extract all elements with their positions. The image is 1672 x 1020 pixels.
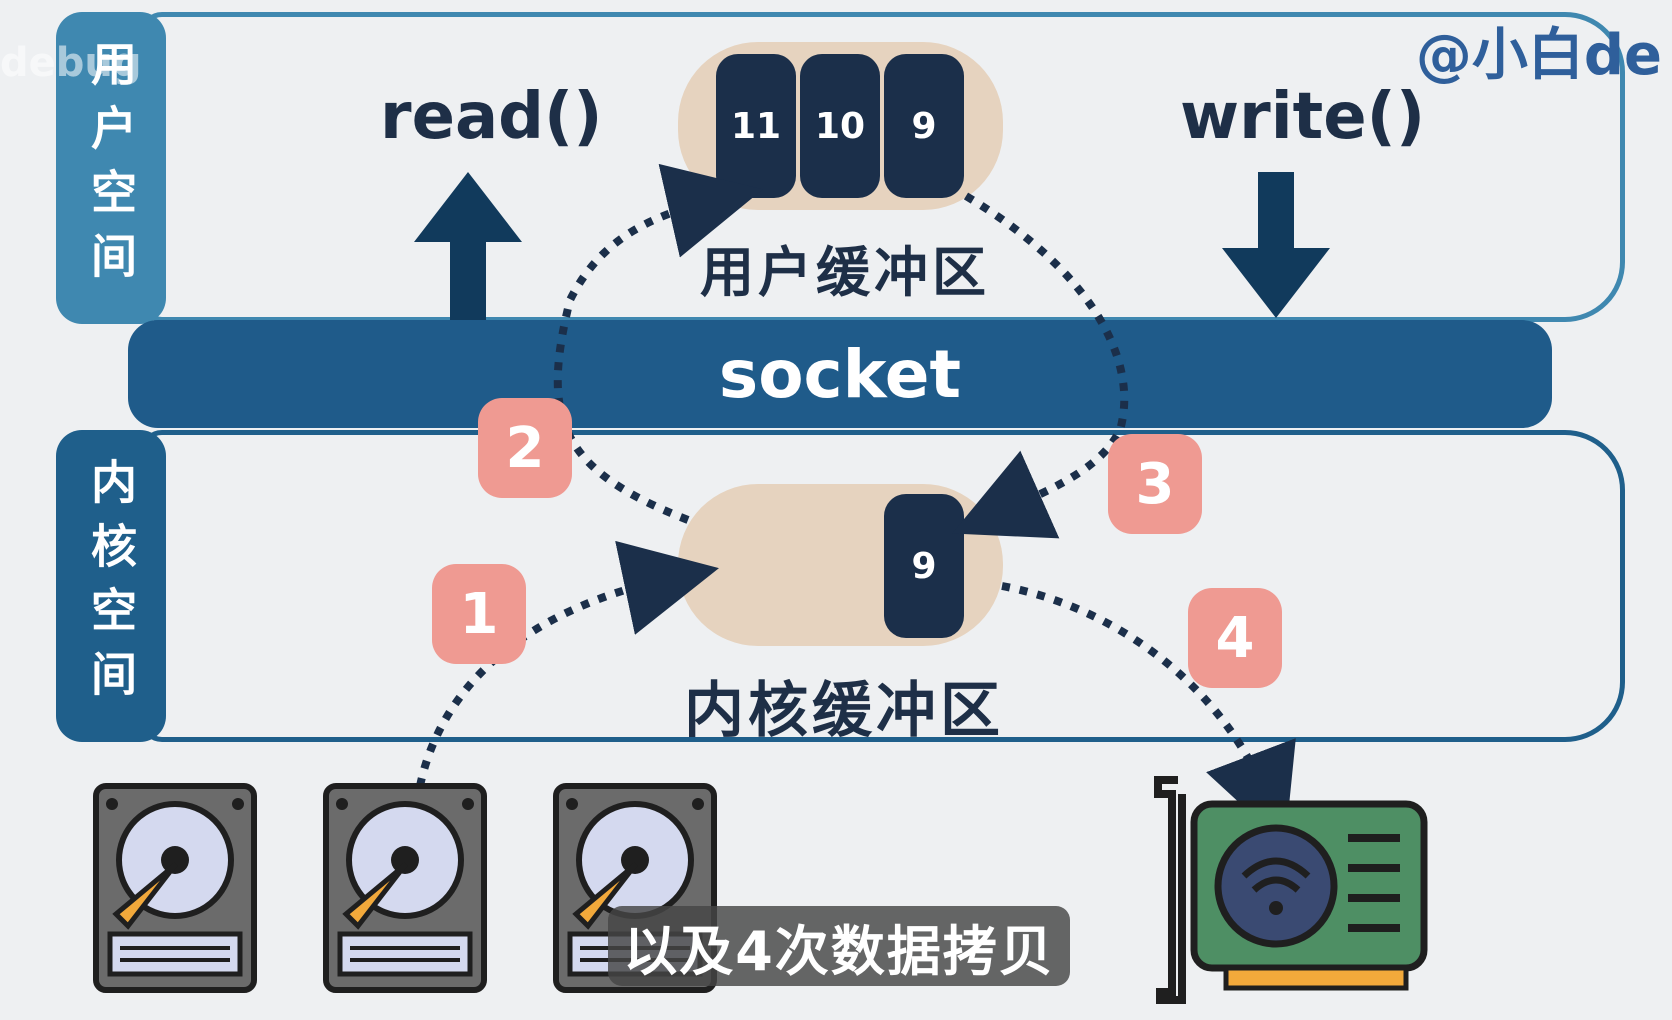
user-buffer-block: 9: [884, 54, 964, 198]
user-buffer-block: 10: [800, 54, 880, 198]
hard-disk-icon: [93, 783, 257, 993]
author-handle: @小白de: [1415, 23, 1662, 88]
flow-arrow-4: [1001, 582, 1296, 845]
kernel-buffer-title: 内核缓冲区: [684, 676, 1004, 746]
step-badge-3: 3: [1108, 434, 1202, 534]
kernel-space-label: 内核空间: [56, 430, 166, 742]
network-card-icon: [1154, 776, 1428, 1004]
kernel-buffer-block: 9: [884, 494, 964, 638]
watermark-left: debug: [0, 40, 142, 86]
step-badge-4: 4: [1188, 588, 1282, 688]
flow-arrow-3: [952, 192, 1129, 539]
subtitle-caption: 以及4次数据拷贝: [608, 906, 1070, 986]
read-up-arrow-icon: [414, 172, 522, 320]
socket-bar: socket: [128, 320, 1552, 428]
step-badge-1: 1: [432, 564, 526, 664]
flow-arrow-2: [553, 163, 763, 524]
write-label: write(): [1180, 80, 1426, 154]
write-down-arrow-icon: [1222, 172, 1330, 318]
user-space-label: 用户空间: [56, 12, 166, 324]
step-badge-2: 2: [478, 398, 572, 498]
hard-disk-icon: [323, 783, 487, 993]
read-label: read(): [380, 80, 603, 154]
